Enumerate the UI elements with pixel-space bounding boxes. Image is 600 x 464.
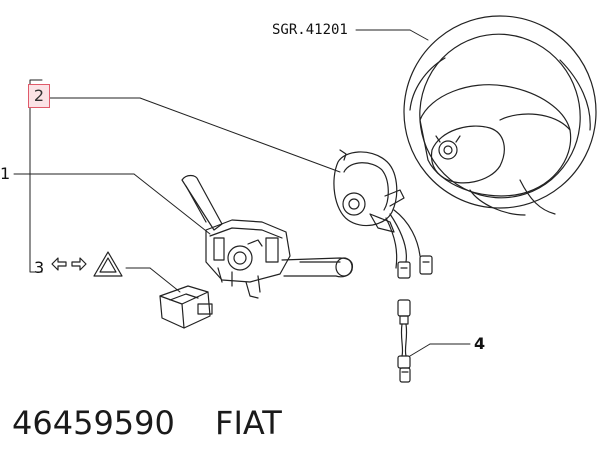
callout-3: 3	[34, 258, 44, 277]
leader-lines	[13, 29, 471, 357]
footer-part-line: 46459590 FIAT	[12, 404, 282, 442]
hazard-switch	[159, 285, 213, 329]
part-ref-label: SGR.41201	[272, 22, 348, 38]
part-number: 46459590	[12, 404, 175, 442]
brand-name: FIAT	[215, 404, 282, 442]
callout-1: 1	[0, 164, 10, 183]
combination-switch	[181, 174, 354, 299]
callout-2-highlight: 2	[28, 84, 50, 108]
hazard-triangle-icon	[93, 251, 123, 277]
turn-signal-arrows-icon	[51, 257, 87, 271]
clock-spring-assembly	[333, 149, 433, 279]
steering-wheel	[403, 15, 597, 216]
callout-4: 4	[474, 334, 485, 353]
wiring-harness	[397, 299, 411, 383]
